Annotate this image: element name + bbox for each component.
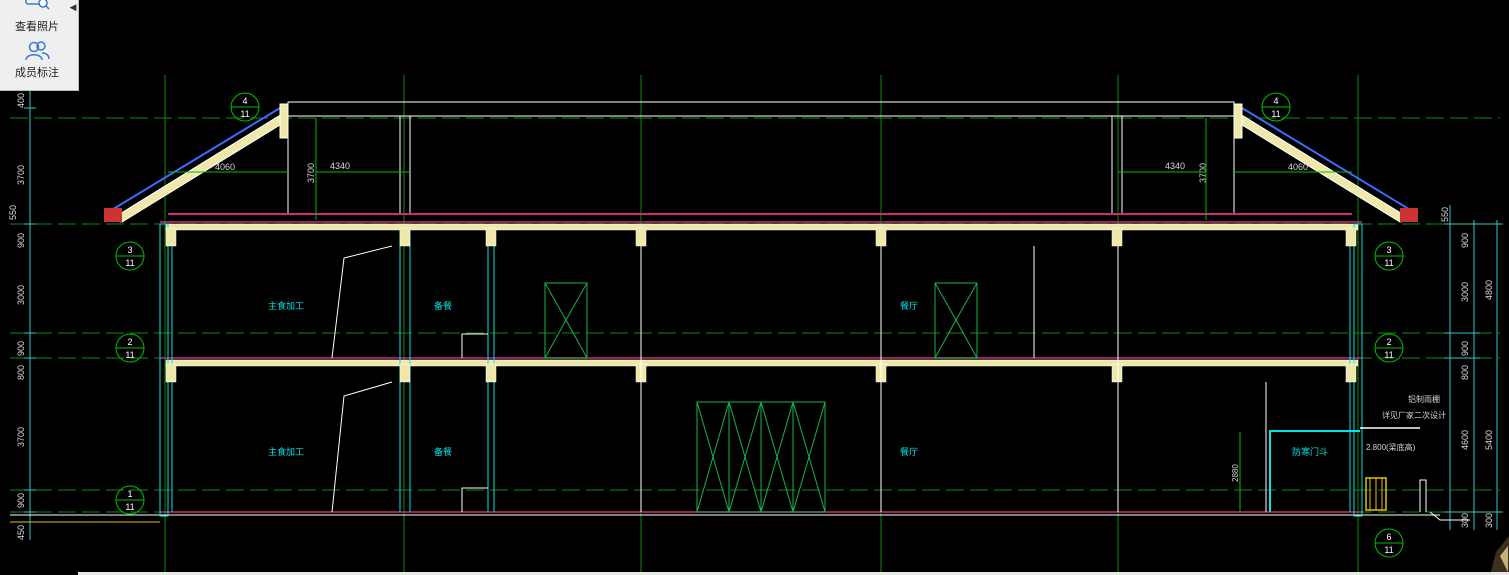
dim-left-6: 800 bbox=[16, 365, 26, 380]
column-caps bbox=[165, 227, 1357, 383]
note-beam-height: 2.800(梁底高) bbox=[1366, 442, 1416, 452]
dim-left-3: 900 bbox=[16, 233, 26, 248]
view-photo-button[interactable]: 查看照片 bbox=[0, 0, 74, 34]
door-height-dim: 2880 bbox=[1231, 464, 1240, 482]
dim-right-0: 550 bbox=[1440, 207, 1450, 222]
member-label-button[interactable]: 成员标注 bbox=[0, 40, 74, 80]
dim-left-2: 550 bbox=[8, 205, 18, 220]
dim-left-5: 900 bbox=[16, 341, 26, 356]
room-label-0: 主食加工 bbox=[268, 300, 304, 311]
dim-left-1: 3700 bbox=[16, 165, 26, 185]
dim-right-1: 900 bbox=[1460, 233, 1470, 248]
bottom-strip bbox=[78, 572, 1509, 575]
right-dimension-chain bbox=[1444, 205, 1503, 530]
note-canopy: 铝制雨棚 bbox=[1408, 394, 1440, 404]
dim-right-3: 900 bbox=[1460, 341, 1470, 356]
axis-marker-5-top: 3 bbox=[1386, 245, 1391, 255]
interior-walls bbox=[331, 245, 1267, 513]
sloped-roof-right bbox=[1233, 103, 1418, 223]
view-photo-label: 查看照片 bbox=[15, 20, 59, 33]
axis-marker-2-top: 2 bbox=[127, 337, 132, 347]
axis-marker-0-bottom: 11 bbox=[240, 109, 249, 119]
floor-slabs bbox=[10, 221, 1440, 516]
axis-marker-3-top: 1 bbox=[127, 489, 132, 499]
room-label-1: 备餐 bbox=[434, 300, 452, 311]
dim-left-4: 3000 bbox=[16, 285, 26, 305]
axis-marker-4-top: 4 bbox=[1273, 96, 1278, 106]
axis-marker-5-bottom: 11 bbox=[1384, 258, 1393, 268]
axis-marker-2-bottom: 11 bbox=[125, 350, 134, 360]
dim-left-9: 450 bbox=[16, 525, 26, 540]
roof-dim-5: 4060 bbox=[1288, 162, 1308, 172]
axis-marker-4-bottom: 11 bbox=[1271, 109, 1280, 119]
room-label-3: 主食加工 bbox=[268, 446, 304, 457]
doors bbox=[544, 282, 978, 513]
dim-right-5: 4600 bbox=[1460, 430, 1470, 450]
room-label-6: 防寒门斗 bbox=[1292, 446, 1328, 457]
room-label-2: 餐厅 bbox=[900, 300, 918, 311]
dim-left-0: 400 bbox=[16, 93, 26, 108]
tool-side-panel: 查看照片 成员标注 ◀ bbox=[0, 0, 79, 91]
roof-dim-3: 4340 bbox=[1165, 161, 1185, 171]
roof-dim-4: 3700 bbox=[1198, 163, 1208, 183]
users-icon bbox=[25, 41, 50, 61]
dim-left-7: 3700 bbox=[16, 427, 26, 447]
corner-logo-icon bbox=[1490, 536, 1509, 575]
axis-marker-3-bottom: 11 bbox=[125, 502, 134, 512]
roof-dim-1: 3700 bbox=[306, 163, 316, 183]
dim-left-8: 900 bbox=[16, 493, 26, 508]
axis-marker-1-bottom: 11 bbox=[125, 258, 134, 268]
sloped-roof-left bbox=[104, 103, 289, 223]
roof-dim-0: 4060 bbox=[215, 162, 235, 172]
roof-dim-2: 4340 bbox=[330, 161, 350, 171]
dim-right-4: 800 bbox=[1460, 365, 1470, 380]
dim-right-8: 5400 bbox=[1484, 430, 1494, 450]
axis-marker-6-bottom: 11 bbox=[1384, 350, 1393, 360]
axis-marker-7-bottom: 11 bbox=[1384, 545, 1393, 555]
member-label-label: 成员标注 bbox=[15, 66, 59, 79]
axis-marker-7-top: 6 bbox=[1386, 532, 1391, 542]
room-label-5: 餐厅 bbox=[900, 446, 918, 457]
photo-search-icon bbox=[25, 0, 50, 10]
axis-marker-1-top: 3 bbox=[127, 245, 132, 255]
roof-dim-lines bbox=[168, 118, 1352, 220]
dim-right-7: 4800 bbox=[1484, 280, 1494, 300]
left-dimension-chain bbox=[24, 90, 36, 540]
room-label-4: 备餐 bbox=[434, 446, 452, 457]
axis-markers[interactable] bbox=[115, 92, 1404, 558]
axis-marker-6-top: 2 bbox=[1386, 337, 1391, 347]
dim-right-2: 3000 bbox=[1460, 282, 1470, 302]
vestibule bbox=[1239, 427, 1470, 521]
note-vendor: 详见厂家二次设计 bbox=[1382, 410, 1446, 420]
dim-right-9: 300 bbox=[1484, 513, 1494, 528]
axis-marker-0-top: 4 bbox=[242, 96, 247, 106]
triangle-left-icon[interactable]: ◀ bbox=[69, 2, 77, 12]
